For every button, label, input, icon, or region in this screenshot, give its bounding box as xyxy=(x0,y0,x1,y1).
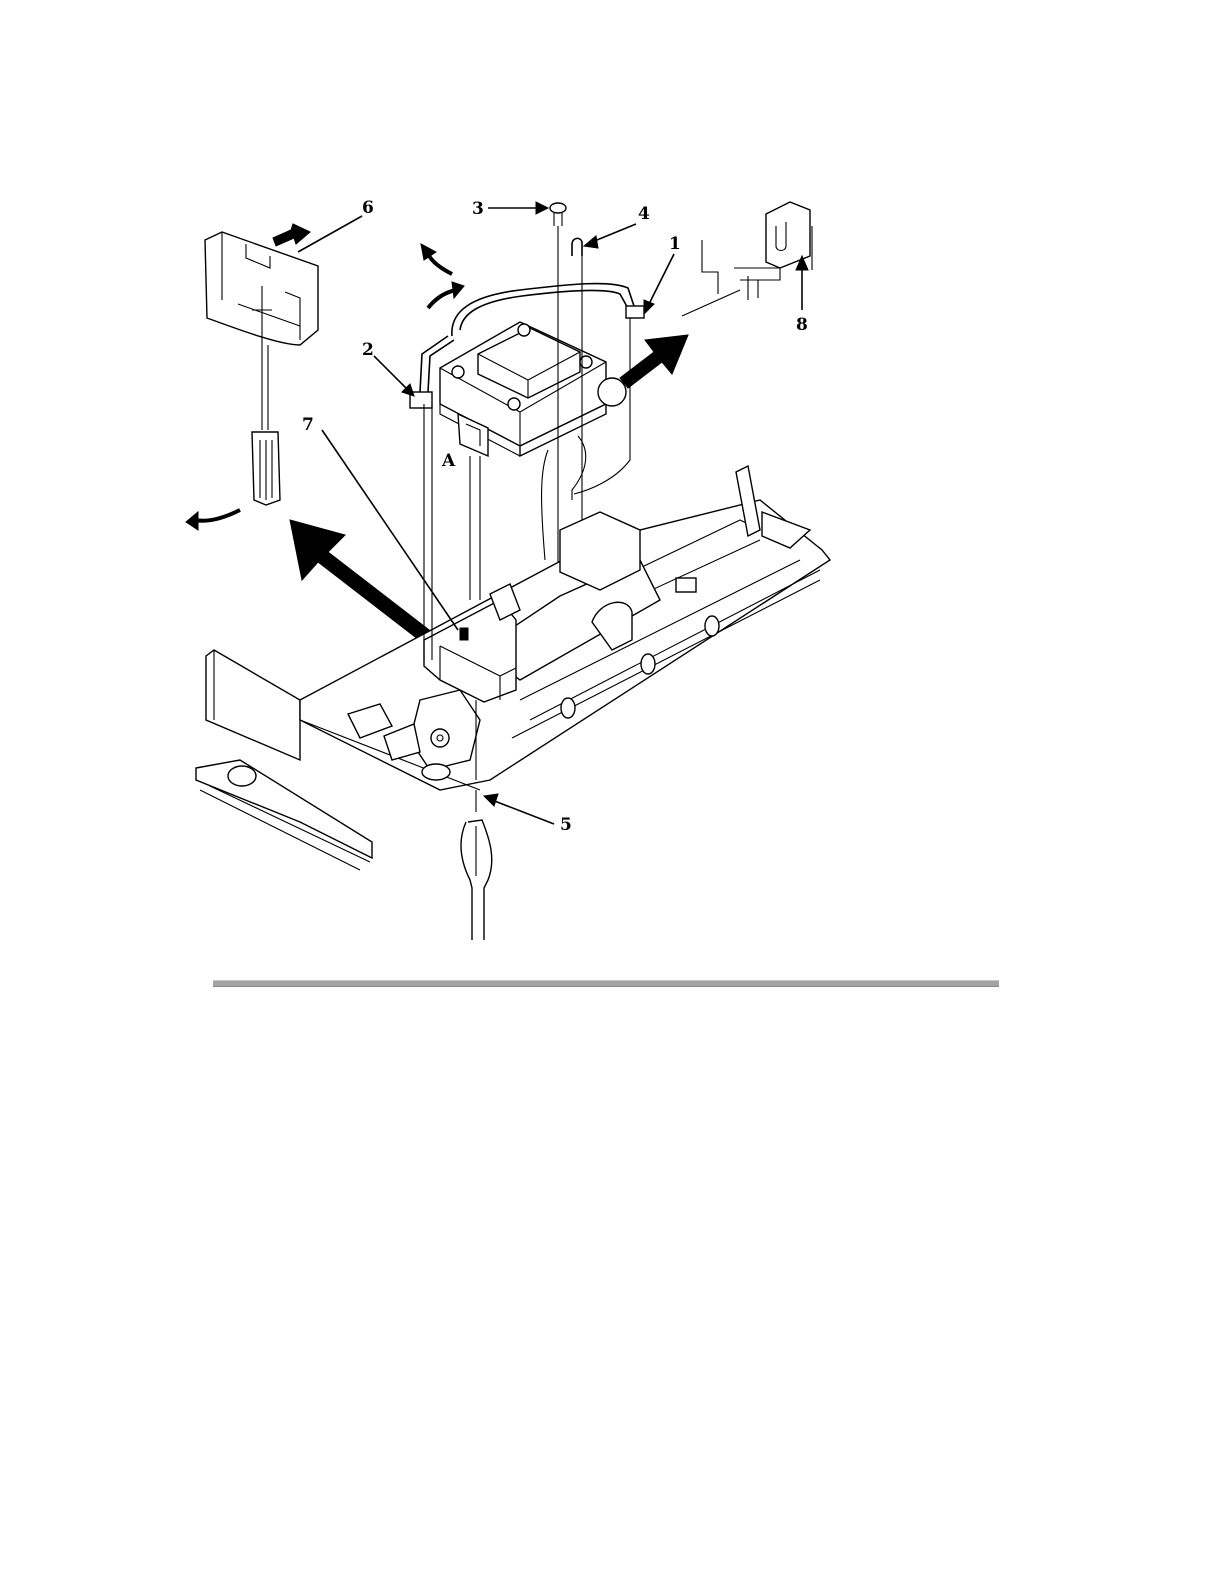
latch-clip xyxy=(205,232,318,345)
callout-3: 3 xyxy=(472,199,484,219)
rotate-arrow-icon xyxy=(452,282,464,298)
flat-screwdriver xyxy=(461,790,492,940)
callout-4: 4 xyxy=(638,204,650,224)
support-bracket xyxy=(682,202,812,316)
highlight-circle xyxy=(598,378,626,406)
screwdriver-tool xyxy=(252,345,280,505)
callout-8: 8 xyxy=(796,315,808,335)
callout-2: 2 xyxy=(362,340,374,360)
disassembly-diagram: 1 2 3 4 5 6 7 8 A xyxy=(0,0,1224,1000)
rotate-arrow-icon xyxy=(421,244,436,260)
rotate-arrow-icon xyxy=(186,512,198,530)
label-a: A xyxy=(441,451,456,471)
horizontal-divider xyxy=(213,980,999,987)
callout-6: 6 xyxy=(362,198,374,218)
callout-1: 1 xyxy=(669,234,681,254)
callout-5: 5 xyxy=(560,815,572,835)
push-arrow-icon xyxy=(273,224,310,246)
callout-7: 7 xyxy=(302,415,314,435)
